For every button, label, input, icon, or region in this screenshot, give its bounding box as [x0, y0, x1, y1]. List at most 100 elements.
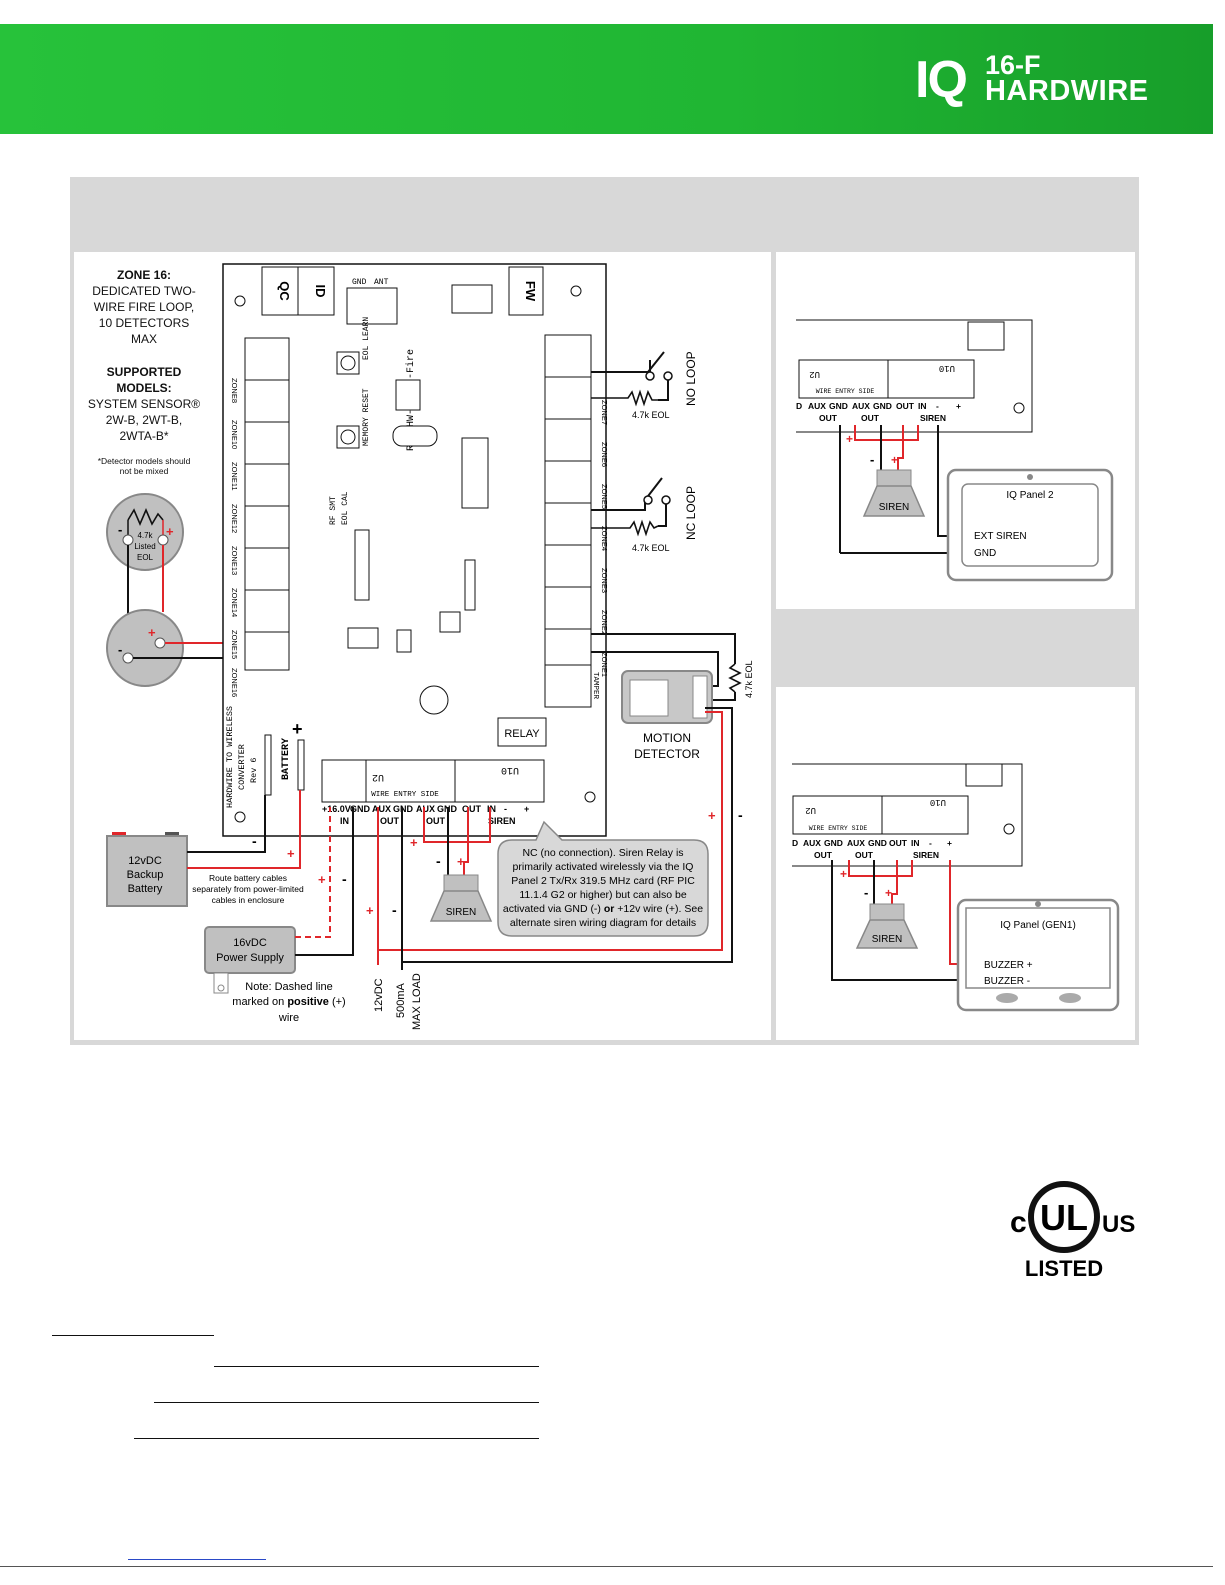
battery-plus-mark: + — [292, 719, 303, 739]
alt2-sub-out1: OUT — [814, 850, 833, 860]
det1-minus: - — [118, 522, 122, 537]
det2-minus: - — [118, 642, 122, 657]
callout-6: alternate siren wiring diagram for detai… — [510, 917, 696, 929]
batt-plus: + — [287, 846, 295, 861]
memory-reset-label: MEMORY RESET — [362, 388, 371, 446]
ul-listed: LISTED — [1025, 1256, 1103, 1280]
ps-minus: - — [342, 871, 347, 887]
eol-cal-label: EOL CAL — [341, 491, 350, 525]
right-zone-5: ZONE2 — [600, 610, 609, 635]
footnote-1: *Detector models should — [98, 456, 191, 466]
footer-rule — [0, 1566, 1213, 1567]
term-gnd-1: GND — [393, 804, 414, 814]
right-zone-2: ZONE5 — [600, 484, 609, 509]
eol-3: EOL — [137, 553, 154, 562]
term-plus: + — [524, 804, 529, 814]
ma500-label: 500mA — [395, 982, 407, 1018]
alt2-u2: U2 — [805, 805, 816, 815]
smoke-detector-1: - + 4.7k Listed EOL — [106, 493, 184, 571]
alt2-term-in: IN — [911, 838, 920, 848]
ul-listed-mark: c UL US LISTED — [1010, 1181, 1135, 1280]
alt2-u10: U10 — [930, 797, 946, 807]
link-underline[interactable] — [128, 1559, 266, 1560]
alt2-sub-siren: SIREN — [913, 850, 939, 860]
model-line1: SYSTEM SENSOR® — [88, 397, 200, 411]
alt2-minus: - — [864, 885, 868, 900]
converter-1: HARDWIRE TO WIRELESS — [225, 706, 235, 808]
alt2-siren: SIREN — [872, 934, 903, 945]
alt2-sub-out2: OUT — [855, 850, 874, 860]
alt2-buzzer-plus: BUZZER + — [984, 960, 1033, 971]
ant-label: ANT — [374, 278, 389, 287]
alt1-term-gnd1: GND — [829, 401, 848, 411]
dashed-note-1: Note: Dashed line — [245, 981, 332, 993]
right-zone-6: ZONE1 — [600, 652, 609, 677]
battery-text-1: 12vDC — [128, 855, 162, 867]
alt1-sub-out1: OUT — [819, 413, 838, 423]
term-aux-1: AUX — [372, 804, 391, 814]
dashed-note-3: wire — [278, 1012, 299, 1024]
motion-plus: + — [708, 808, 716, 823]
tamper-label: TAMPER — [591, 672, 599, 700]
dashed-note-2: marked on positive (+) — [232, 996, 345, 1008]
rf-smt-label: RF SMT — [329, 496, 338, 525]
ps-text-1: 16vDC — [233, 937, 267, 949]
right-zone-4: ZONE3 — [600, 568, 609, 593]
smoke-detector-2: - + — [106, 609, 184, 687]
footnote-2: not be mixed — [120, 466, 169, 476]
alt1-plus1: + — [846, 432, 853, 446]
alt2-panel: IQ Panel (GEN1) — [1000, 920, 1076, 931]
no-loop-label: NO LOOP — [684, 351, 698, 406]
power-supply: 16vDC Power Supply — [204, 926, 296, 994]
alt1-wire-entry: WIRE ENTRY SIDE — [816, 388, 875, 395]
left-zone-3: ZONE12 — [230, 504, 239, 533]
form-line-3 — [154, 1402, 539, 1403]
alt2-term-plus: + — [947, 838, 952, 848]
det2-plus: + — [148, 625, 156, 640]
zone16-line2: WIRE FIRE LOOP, — [94, 300, 194, 314]
term-sub-siren: SIREN — [488, 816, 516, 826]
wire-entry-label: WIRE ENTRY SIDE — [371, 791, 439, 799]
zone16-title: ZONE 16: — [117, 268, 171, 282]
battery-text-2: Backup — [127, 869, 164, 881]
callout-2: primarily activated wirelessly via the I… — [513, 861, 694, 873]
ps-plus: + — [318, 872, 326, 887]
zone16-line1: DEDICATED TWO- — [92, 284, 196, 298]
siren-minus: - — [436, 853, 441, 869]
right-zone-0: ZONE7 — [600, 400, 609, 425]
relay-label: RELAY — [504, 728, 540, 740]
alt2-plus1: + — [840, 867, 847, 881]
motion-detector: MOTION DETECTOR — [621, 670, 713, 761]
term-sub-out1: OUT — [380, 816, 400, 826]
motion-label-2: DETECTOR — [634, 747, 700, 761]
alt1-term-d: D — [796, 401, 802, 411]
circuit-board: QC ID FW GND ANT RF-CHW-ITI-S-Fire EOL L… — [222, 263, 609, 837]
eol-2: Listed — [134, 542, 155, 551]
converter-2: CONVERTER — [237, 744, 247, 790]
battery-note-1: Route battery cables — [209, 873, 287, 883]
alt1-term-out: OUT — [896, 401, 915, 411]
alt1-gnd: GND — [974, 548, 996, 559]
ul-c: c — [1010, 1206, 1027, 1239]
det1-plus: + — [166, 524, 174, 539]
alt1-u10: U10 — [939, 363, 955, 373]
alt2-term-d: D — [792, 838, 798, 848]
alt2-term-gnd1: GND — [824, 838, 843, 848]
left-zone-7: ZONE16 — [230, 668, 239, 697]
form-line-4 — [134, 1438, 539, 1439]
callout-4: 11.1.4 G2 or higher) but can also be — [519, 889, 686, 901]
callout-3: Panel 2 Tx/Rx 319.5 MHz card (RF PIC — [511, 875, 695, 887]
siren-main: SIREN — [429, 874, 493, 922]
term-gnd-in: GND — [350, 804, 371, 814]
form-line-1 — [52, 1335, 214, 1336]
supported-title-2: MODELS: — [116, 381, 171, 395]
alt2-term-aux2: AUX — [847, 838, 865, 848]
left-zone-4: ZONE13 — [230, 546, 239, 575]
battery-label: BATTERY — [281, 738, 292, 780]
ul-ul: UL — [1040, 1197, 1088, 1238]
product-logo: IQ 16-F HARDWIRE — [915, 50, 1155, 108]
left-zone-5: ZONE14 — [230, 588, 239, 617]
alt1-minus: - — [870, 452, 874, 467]
motion-minus: - — [738, 807, 743, 823]
u2-label: U2 — [372, 771, 384, 782]
